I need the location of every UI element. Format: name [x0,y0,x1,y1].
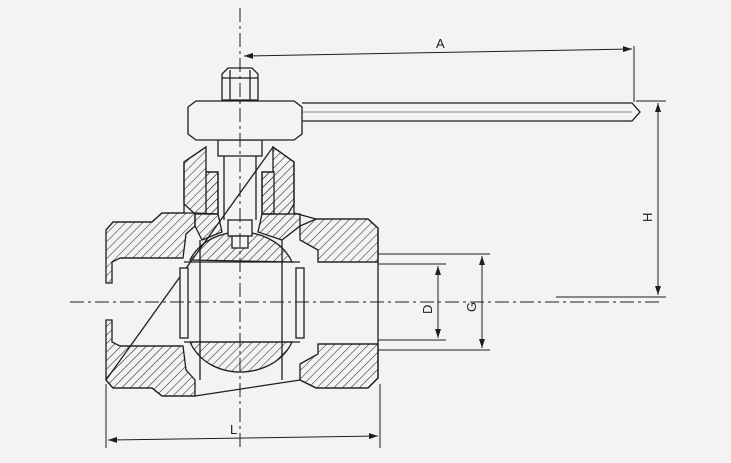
label-d: D [420,305,435,314]
dimension-l [105,384,381,448]
dimension-a [243,46,635,102]
label-l: L [230,422,237,437]
dimension-d [378,263,446,341]
dimension-g [378,253,490,351]
label-h: H [640,213,655,222]
body-outline [105,146,379,397]
stem [205,139,275,249]
handle [187,67,641,141]
label-a: A [436,36,445,51]
label-g: G [464,302,479,312]
dimension-h [556,100,666,298]
